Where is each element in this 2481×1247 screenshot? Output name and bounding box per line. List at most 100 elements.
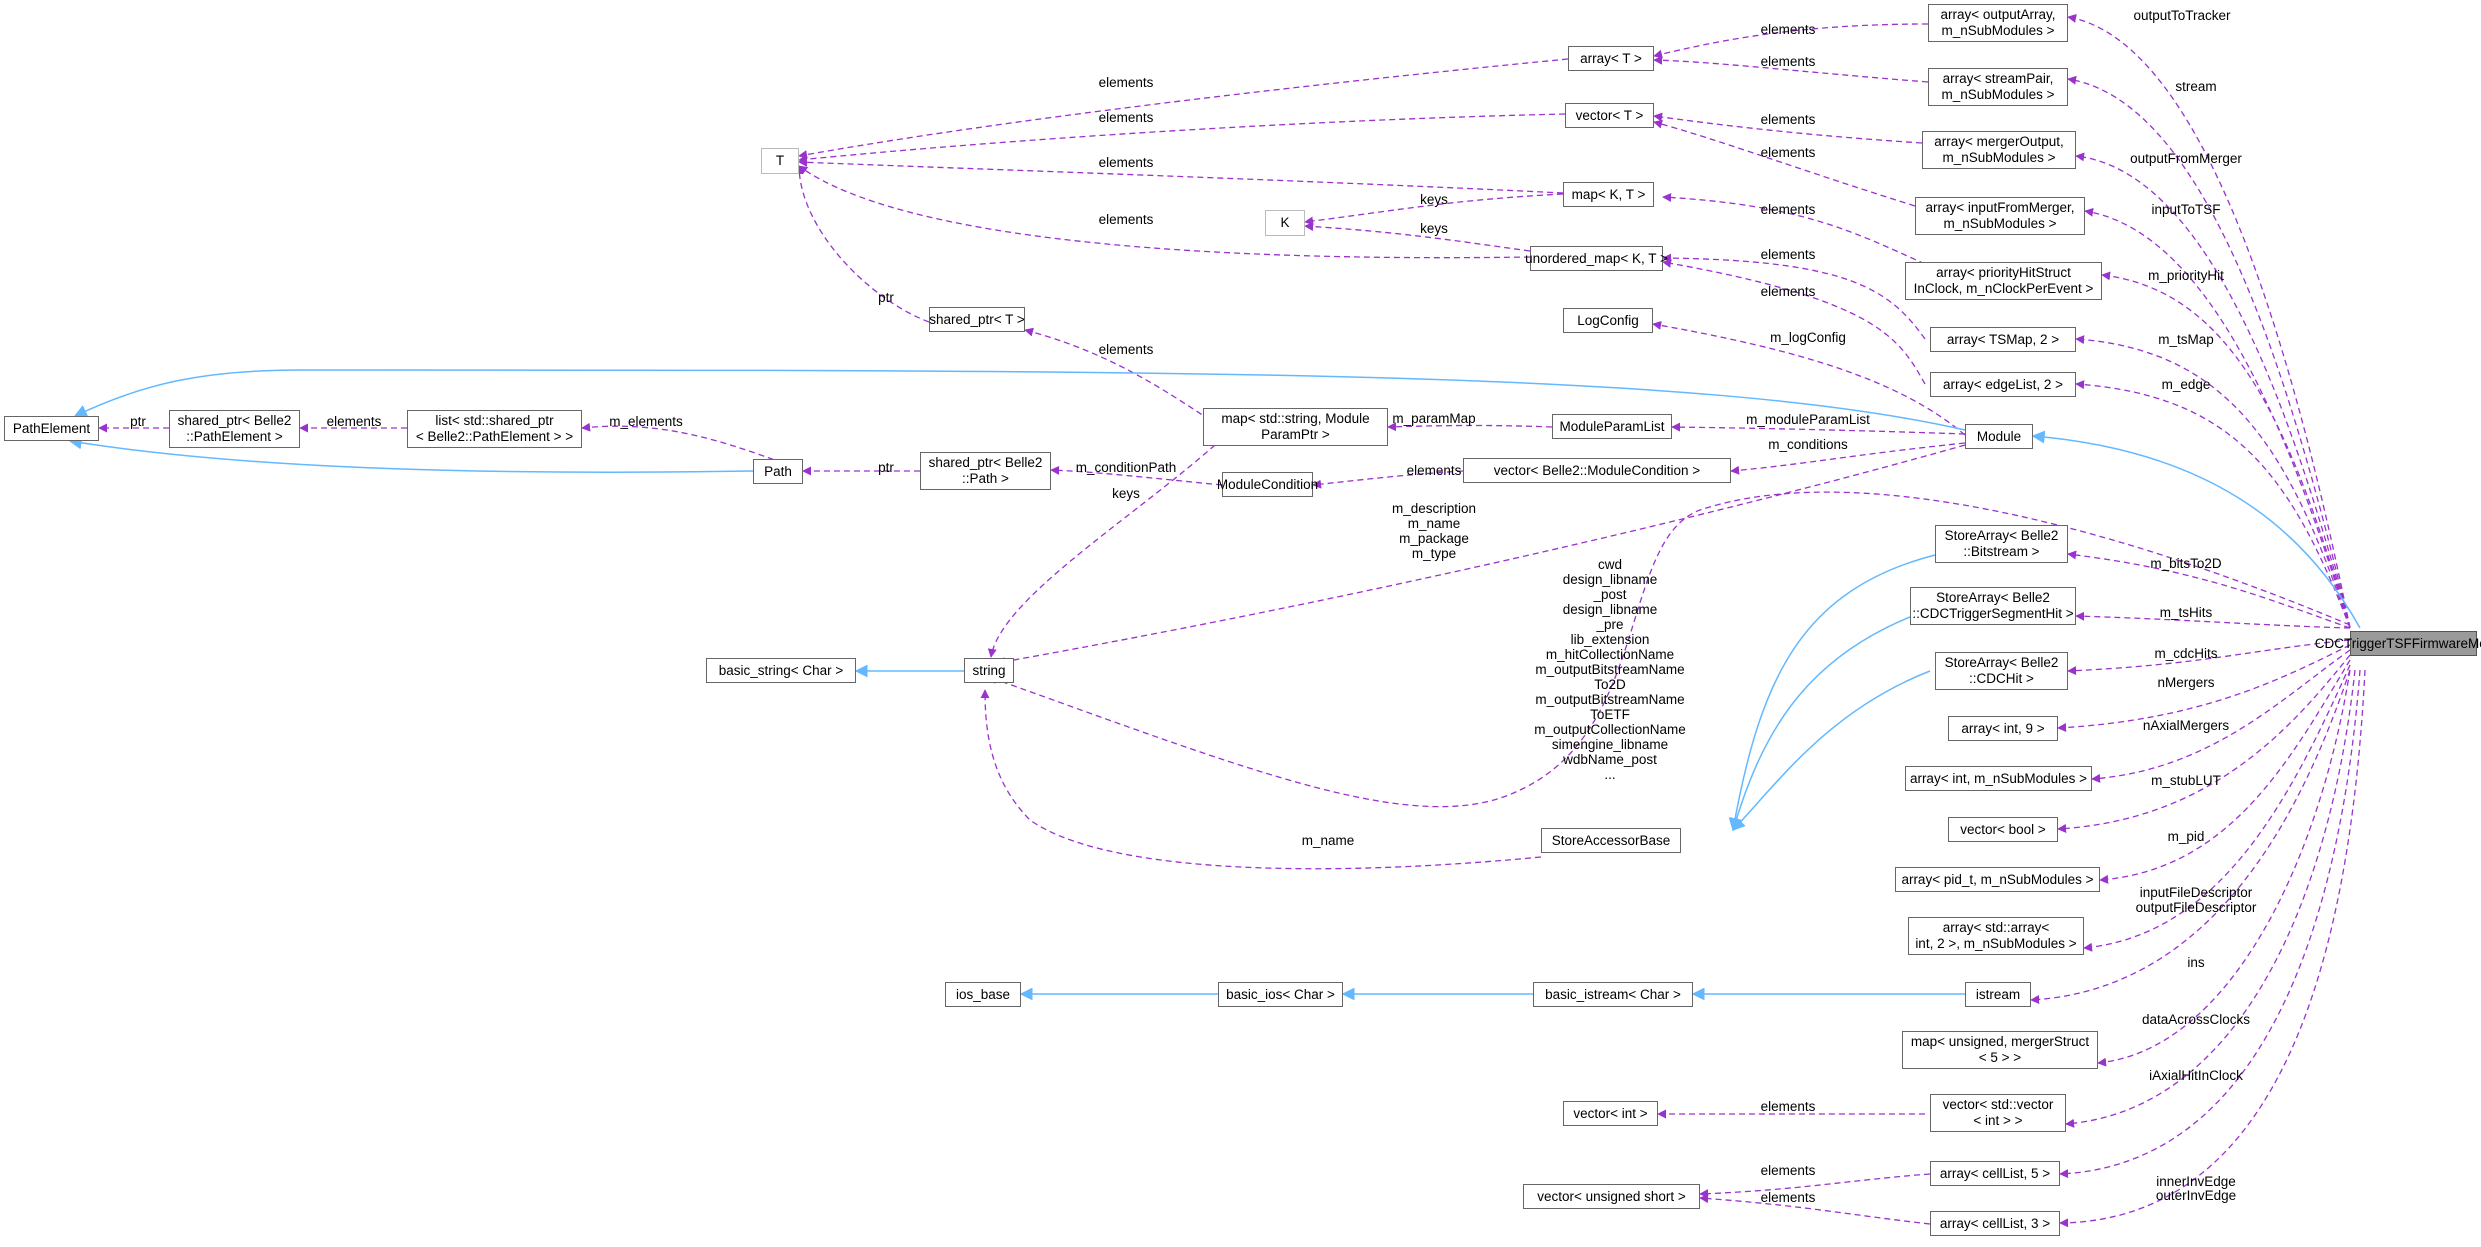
edge-vecT-inputfrommerger xyxy=(1653,119,1916,207)
node-map-KT[interactable]: map< K, T > xyxy=(1563,182,1654,207)
node-path[interactable]: Path xyxy=(753,459,803,484)
label-outputFromMerger: outputFromMerger xyxy=(2130,151,2242,166)
node-logconfig[interactable]: LogConfig xyxy=(1563,308,1653,333)
edge-focus-strings xyxy=(988,491,2351,808)
node-arr-int9[interactable]: array< int, 9 > xyxy=(1948,716,2058,741)
label-elements-arrT-1: elements xyxy=(1760,22,1816,37)
node-arr-mergeroutput[interactable]: array< mergerOutput, m_nSubModules > xyxy=(1922,131,2076,169)
label-m_bitsTo2D: m_bitsTo2D xyxy=(2150,556,2222,571)
label-module-strings: m_description m_name m_package m_type xyxy=(1391,501,1477,561)
label-elements-map-priority: elements xyxy=(1760,202,1816,217)
label-m_conditions: m_conditions xyxy=(1768,437,1848,452)
label-m_cdcHits: m_cdcHits xyxy=(2154,646,2218,661)
node-arr-stdarray[interactable]: array< std::array< int, 2 >, m_nSubModul… xyxy=(1908,917,2084,955)
node-string[interactable]: string xyxy=(964,658,1014,683)
node-ios-base[interactable]: ios_base xyxy=(945,982,1021,1007)
label-m_name: m_name xyxy=(1301,833,1355,848)
node-array-T[interactable]: array< T > xyxy=(1568,46,1654,71)
label-m_pid: m_pid xyxy=(2167,829,2205,844)
edge-nMergers xyxy=(2057,644,2351,733)
label-m_edge: m_edge xyxy=(2161,377,2211,392)
edge-m_elements xyxy=(581,422,784,464)
edge-T-map xyxy=(798,157,1564,194)
edge-m_name xyxy=(980,689,1542,870)
edge-nAxialMergers xyxy=(2091,649,2351,783)
edge-m_pid xyxy=(2099,659,2351,884)
label-elements-arrT-2: elements xyxy=(1760,54,1816,69)
edge-conditions xyxy=(1730,442,1966,475)
node-sp-path[interactable]: shared_ptr< Belle2 ::Path > xyxy=(920,452,1051,490)
label-elements-umap-edge: elements xyxy=(1760,284,1816,299)
edge-vecT-mergeroutput xyxy=(1653,112,1923,144)
node-sa-segmenthit[interactable]: StoreArray< Belle2 ::CDCTriggerSegmentHi… xyxy=(1910,587,2076,625)
member-edges xyxy=(98,23,1966,1225)
node-arr-priorityhit[interactable]: array< priorityHitStruct InClock, m_nClo… xyxy=(1905,262,2102,300)
label-dataAcrossClocks: dataAcrossClocks xyxy=(2141,1012,2251,1027)
node-arr-pid[interactable]: array< pid_t, m_nSubModules > xyxy=(1895,867,2100,892)
label-m_stubLUT: m_stubLUT xyxy=(2151,773,2221,788)
inherit-sa1-base xyxy=(1728,554,1936,832)
node-basic-ios[interactable]: basic_ios< Char > xyxy=(1218,982,1343,1007)
node-arr-int-nsub[interactable]: array< int, m_nSubModules > xyxy=(1905,766,2092,791)
node-vector-ushort[interactable]: vector< unsigned short > xyxy=(1523,1184,1700,1209)
label-m_moduleParamList: m_moduleParamList xyxy=(1746,412,1870,427)
label-m_tsMap: m_tsMap xyxy=(2158,332,2214,347)
label-elements-T-arr: elements xyxy=(1098,75,1154,90)
edge-T-arr xyxy=(798,58,1569,160)
node-arr-celllist5[interactable]: array< cellList, 5 > xyxy=(1930,1161,2060,1186)
node-arr-streampair[interactable]: array< streamPair, m_nSubModules > xyxy=(1928,68,2068,106)
edge-m_bitsTo2D xyxy=(2067,550,2351,629)
edge-T-umap xyxy=(798,165,1531,259)
label-outputToTracker: outputToTracker xyxy=(2133,8,2231,23)
edge-dataAcrossClocks xyxy=(2097,669,2351,1067)
node-arr-inputfrommerger[interactable]: array< inputFromMerger, m_nSubModules > xyxy=(1915,197,2085,235)
label-ptr-T: ptr xyxy=(878,290,894,305)
edge-ushort-5 xyxy=(1699,1173,1931,1199)
node-T[interactable]: T xyxy=(761,148,799,174)
node-moduleparamlist[interactable]: ModuleParamList xyxy=(1552,414,1672,439)
node-storeaccessorbase[interactable]: StoreAccessorBase xyxy=(1541,828,1681,853)
node-sp-T[interactable]: shared_ptr< T > xyxy=(929,307,1025,332)
label-m_logConfig: m_logConfig xyxy=(1770,330,1846,345)
edge-arrT-outputarray xyxy=(1653,23,1929,59)
node-focus-cdctriggertsffirmwaremodule[interactable]: CDCTriggerTSFFirmwareModule xyxy=(2315,631,2481,656)
label-innerInvEdge: innerInvEdge xyxy=(2156,1174,2236,1189)
node-vector-T[interactable]: vector< T > xyxy=(1565,103,1654,128)
node-vec-vec-int[interactable]: vector< std::vector < int > > xyxy=(1930,1094,2066,1132)
edge-stream xyxy=(2067,75,2351,629)
label-keys-map: keys xyxy=(1420,192,1448,207)
node-umap-KT[interactable]: unordered_map< K, T > xyxy=(1525,246,1668,271)
edge-m_edge xyxy=(2075,380,2351,629)
label-ptr-pe: ptr xyxy=(130,414,146,429)
edge-keys-string xyxy=(987,444,1216,658)
node-K[interactable]: K xyxy=(1265,210,1305,236)
inherit-focus-module xyxy=(2031,430,2361,629)
inherit-module-pathelement xyxy=(73,369,1966,431)
node-arr-outputarray[interactable]: array< outputArray, m_nSubModules > xyxy=(1928,4,2068,42)
label-m_elements: m_elements xyxy=(609,414,683,429)
label-inputToTSF: inputToTSF xyxy=(2151,202,2221,217)
node-basic-string[interactable]: basic_string< Char > xyxy=(706,658,856,683)
node-module[interactable]: Module xyxy=(1965,424,2033,449)
inherit-sa3-base xyxy=(1732,670,1931,831)
node-arr-tsmap[interactable]: array< TSMap, 2 > xyxy=(1930,327,2076,352)
node-list-pathelement[interactable]: list< std::shared_ptr < Belle2::PathElem… xyxy=(407,410,582,448)
node-sa-bitstream[interactable]: StoreArray< Belle2 ::Bitstream > xyxy=(1935,525,2068,563)
node-sa-cdchit[interactable]: StoreArray< Belle2 ::CDCHit > xyxy=(1935,652,2068,690)
node-basic-istream[interactable]: basic_istream< Char > xyxy=(1533,982,1693,1007)
node-istream[interactable]: istream xyxy=(1965,982,2031,1007)
node-arr-edgelist[interactable]: array< edgeList, 2 > xyxy=(1930,372,2076,397)
label-elements-T-umap: elements xyxy=(1098,212,1154,227)
node-vec-modcond[interactable]: vector< Belle2::ModuleCondition > xyxy=(1463,458,1731,483)
edge-m_tsHits xyxy=(2075,611,2351,629)
node-map-mergerstruct[interactable]: map< unsigned, mergerStruct < 5 > > xyxy=(1902,1031,2098,1069)
node-modulecondition[interactable]: ModuleCondition xyxy=(1217,472,1318,497)
node-vector-bool[interactable]: vector< bool > xyxy=(1948,817,2058,842)
node-vector-int[interactable]: vector< int > xyxy=(1563,1101,1658,1126)
node-map-paramptr[interactable]: map< std::string, Module ParamPtr > xyxy=(1203,408,1388,446)
label-nMergers: nMergers xyxy=(2157,675,2215,690)
node-pathelement[interactable]: PathElement xyxy=(4,416,99,441)
node-sp-pathelement[interactable]: shared_ptr< Belle2 ::PathElement > xyxy=(169,410,300,448)
node-arr-celllist3[interactable]: array< cellList, 3 > xyxy=(1930,1211,2060,1236)
edge-conditionPath xyxy=(1050,465,1223,486)
